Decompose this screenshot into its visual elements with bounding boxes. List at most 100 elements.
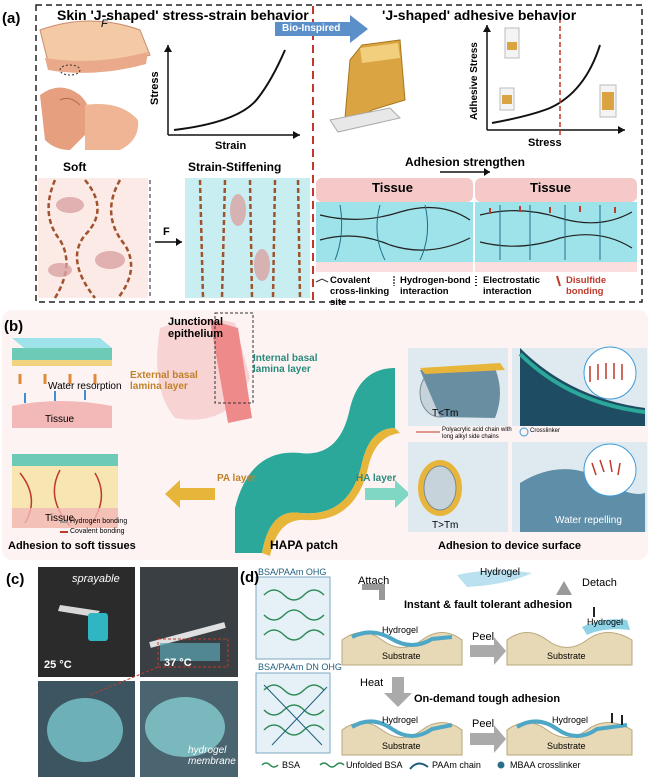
panel-a-left-title: Skin 'J-shaped' stress-strain behavior [57,7,309,23]
panel-c-label: (c) [6,571,25,588]
heat-label: Heat [360,677,384,689]
on-demand-label: On-demand tough adhesion [414,693,561,705]
attach-label: Attach [358,575,390,587]
tissue-label-b1: Tissue [45,414,75,425]
legend-disulfide: Disulfide bonding [566,275,607,297]
soft-tissue-illustration [12,454,118,528]
water-repelling-label: Water repelling [555,515,622,526]
polyacrylic-label: Polyacrylic acid chain with long alkyl s… [442,427,512,440]
hapa-patch-label: HAPA patch [270,538,339,552]
panel-d: (d) BSA/PAAm OHG BSA/PAAm DN OHG Attach … [240,565,660,778]
heat-arrow [384,677,412,707]
ha-arrow [365,480,410,508]
instant-adhesion-label: Instant & fault tolerant adhesion [404,599,573,611]
t-lt-label: T<Tm [432,408,459,419]
tissue-panel-right [475,178,637,272]
panel-a-graphics: F Stress Strain [35,4,643,303]
hydrogel-float-label: Hydrogel [480,567,521,578]
force-symbol-a: F [101,18,109,30]
panel-d-label: (d) [240,569,260,586]
hydrogel-label-3: Hydrogel [382,715,419,725]
junctional-epithelium-illustration [157,312,254,423]
crosslinker-icon [519,427,529,437]
left-j-curve [173,49,286,131]
external-layer-label: External basal lamina layer [130,370,198,392]
internal-layer-label: Internal basal lamina layer [253,353,318,375]
ohg-label: BSA/PAAm OHG [258,567,327,577]
panel-a: F Stress Strain [0,0,660,308]
hydrogel-label-1: Hydrogel [382,625,419,635]
legend-icon-covalent [315,278,329,283]
bio-inspired-arrow [275,15,368,43]
arm-illustration [39,20,151,150]
ha-layer-label: HA layer [356,473,397,484]
membrane-label: hydrogel membrane [188,745,236,767]
pa-layer-label: PA layer [217,473,256,484]
left-chart [164,45,300,139]
dn-ohg-label: BSA/PAAm DN OHG [258,662,342,672]
tape-illustration [329,39,406,133]
covalent-bonding-label: Covalent bonding [70,528,125,535]
substrate-label-4: Substrate [547,741,586,751]
legend-paam-chain: PAAm chain [432,760,481,770]
photo-spray-25 [38,567,135,677]
left-chart-ylabel: Stress [149,71,161,105]
detach-label: Detach [582,577,617,589]
hapa-patch-illustration [235,368,400,556]
hydrogel-label-2: Hydrogel [587,617,624,627]
legend-hbond: Hydrogen-bond interaction [400,275,471,297]
crosslinker-label: Crosslinker [530,428,561,434]
detach-arrow [556,581,572,595]
tissue-panel-left [316,178,473,272]
peel-arrow-1 [470,637,506,665]
panel-a-frame [35,4,643,303]
strain-stiffening-label: Strain-Stiffening [188,160,282,174]
legend-icon-disulfide [556,275,561,287]
right-j-curve [491,44,601,124]
hydrogel-sheet [457,570,532,587]
substrate-label-2: Substrate [547,651,586,661]
attach-arrow [362,584,385,600]
t-gt-label: T>Tm [432,520,459,531]
legend-bsa: BSA [282,760,301,770]
panel-c-graphics [38,567,238,777]
peel-arrow-2 [470,725,506,753]
legend-unfolded-icon [319,762,345,768]
water-resorption-label: Water resorption [48,381,122,392]
force-symbol-b: F [163,226,170,238]
legend-mbaa-crosslinker: MBAA crosslinker [510,760,581,770]
water-resorption-illustration [12,338,112,428]
stiff-network [185,178,310,299]
right-chart-ylabel: Adhesive Stress [469,42,480,120]
adhesion-device-label: Adhesion to device surface [438,540,582,552]
legend-paam-icon [409,762,429,770]
panel-a-label: (a) [2,10,21,27]
substrate-label-3: Substrate [382,741,421,751]
tissue-label-b2: Tissue [45,513,75,524]
panel-c: (c) sprayable 25 °C 37 °C hydrogel membr… [0,565,240,778]
panel-d-graphics [255,570,633,770]
device-illustration [408,346,647,532]
pa-arrow [165,480,215,508]
panel-a-right-title: 'J-shaped' adhesive behavior [382,7,577,23]
soft-label: Soft [63,160,87,174]
peel-label-2: Peel [472,718,495,730]
hydrogel-label-4: Hydrogel [552,715,589,725]
legend-covalent: Covalent cross-linking site [330,275,390,308]
right-chart [483,10,625,135]
legend-unfolded-bsa: Unfolded BSA [346,760,403,770]
panel-b-label: (b) [4,318,24,335]
temp-37-label: 37 °C [164,657,192,669]
soft-network [38,178,148,299]
temp-25-label: 25 °C [44,659,72,671]
tissue-label-a1: Tissue [372,180,413,195]
panel-b: (b) Junctional epithelium Internal basal… [0,308,660,563]
bio-inspired-label: Bio-Inspired [282,23,341,34]
substrate-label-1: Substrate [382,651,421,661]
panel-b-graphics [2,310,648,560]
legend-mbaa-icon [497,761,505,769]
substrate-blocks [341,619,633,756]
peel-label-1: Peel [472,631,495,643]
adhesion-soft-label: Adhesion to soft tissues [8,540,136,552]
legend-electrostatic: Electrostatic interaction [483,275,541,297]
